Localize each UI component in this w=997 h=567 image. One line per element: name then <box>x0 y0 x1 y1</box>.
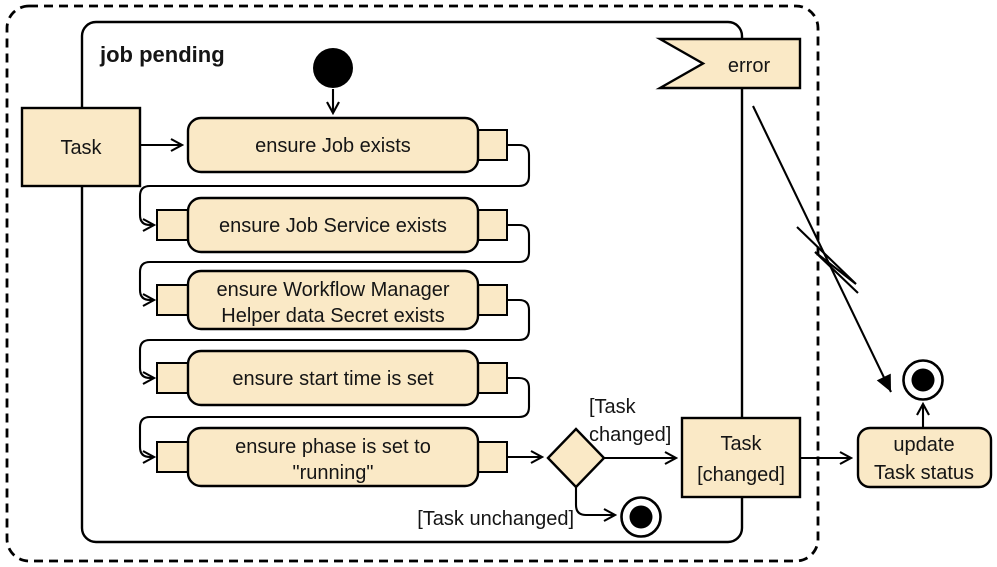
node-ensure-phase: ensure phase is set to "running" <box>186 426 480 488</box>
activity-box <box>856 426 993 489</box>
task-input-box <box>20 106 142 188</box>
final-node-unchanged-icon <box>620 496 662 538</box>
pin-out-ensure-phase <box>473 441 508 473</box>
error-signal-flag-icon <box>655 37 802 90</box>
activity-box <box>186 196 480 254</box>
activity-label: ensure start time is set <box>232 368 434 390</box>
final-node-core <box>629 505 653 529</box>
activity-box <box>186 349 480 407</box>
activity-label-line2: "running" <box>293 462 374 484</box>
edges <box>138 89 923 515</box>
edge-ensure-secret-to-ensure-start-time <box>138 298 531 378</box>
interrupt-zigzag-icon <box>796 226 859 294</box>
guard-task-unchanged: [Task unchanged] <box>417 508 574 530</box>
activity-box <box>186 426 480 488</box>
node-task-input: Task <box>20 106 142 188</box>
guard-labels: [Task changed] [Task unchanged] <box>417 396 671 530</box>
edge-ensure-job-to-ensure-job-service <box>138 143 531 225</box>
task-changed-label-line2: [changed] <box>697 464 785 486</box>
task-input-label: Task <box>60 137 102 159</box>
pin-out-ensure-job <box>473 129 508 161</box>
final-node-icon <box>902 359 944 401</box>
decision-diamond-icon <box>546 427 606 489</box>
activity-label: ensure Job exists <box>255 135 411 157</box>
pin-in-ensure-job-service <box>156 209 191 241</box>
task-changed-box <box>680 416 802 499</box>
activity-label-line1: ensure Workflow Manager <box>216 279 449 301</box>
node-update-task-status: update Task status <box>856 426 993 489</box>
pin-in-ensure-secret <box>156 284 191 316</box>
edge-error-interrupt <box>752 105 892 393</box>
node-error-signal: error <box>655 37 802 90</box>
error-signal-label: error <box>728 55 771 77</box>
edge-decision-to-final-unchanged <box>574 487 615 515</box>
activity-box <box>186 269 480 331</box>
pin-out-ensure-job-service <box>473 209 508 241</box>
task-changed-label-line1: Task <box>720 433 762 455</box>
node-task-changed: Task [changed] <box>680 416 802 499</box>
initial-node-icon <box>313 48 353 88</box>
final-node-core <box>911 368 935 392</box>
pin-out-ensure-start-time <box>473 362 508 394</box>
interruptible-region-frame <box>5 4 820 563</box>
edge-ensure-job-service-to-ensure-secret <box>138 223 531 300</box>
node-ensure-start-time: ensure start time is set <box>186 349 480 407</box>
pin-in-ensure-phase <box>156 441 191 473</box>
guard-task-changed-line1: [Task <box>589 396 637 418</box>
guard-task-changed-line2: changed] <box>589 424 671 446</box>
frame-title: job pending <box>99 42 225 67</box>
pin-in-ensure-start-time <box>156 362 191 394</box>
node-ensure-job-service: ensure Job Service exists <box>186 196 480 254</box>
node-ensure-job: ensure Job exists <box>186 116 480 174</box>
edge-ensure-start-time-to-ensure-phase <box>138 376 531 457</box>
activity-label: ensure Job Service exists <box>219 215 447 237</box>
activity-label-line2: Task status <box>874 462 974 484</box>
node-ensure-secret: ensure Workflow Manager Helper data Secr… <box>186 269 480 331</box>
activity-label-line1: update <box>893 434 954 456</box>
activity-label-line2: Helper data Secret exists <box>221 305 444 327</box>
activity-box <box>186 116 480 174</box>
activity-label-line1: ensure phase is set to <box>235 436 431 458</box>
